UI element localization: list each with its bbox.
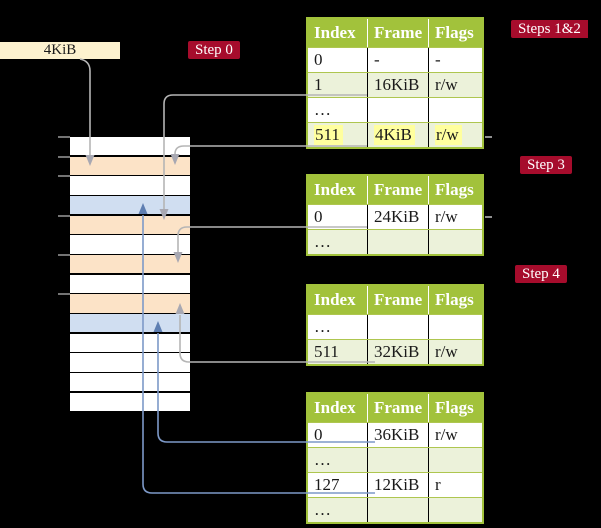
memory-row — [70, 235, 190, 254]
column-header-index: Index — [314, 23, 356, 42]
table-cell: … — [314, 450, 331, 469]
memory-row — [70, 274, 190, 293]
physical-memory-column — [70, 137, 190, 411]
memory-row — [70, 373, 190, 392]
table-cell: r — [428, 473, 482, 497]
table-cell — [428, 230, 482, 254]
table-cell — [367, 448, 428, 472]
column-header-index: Index — [314, 180, 356, 199]
step4-label: Step 4 — [515, 265, 567, 283]
memory-row-page-table — [70, 156, 190, 175]
root-pointer-box: 4KiB — [0, 42, 120, 59]
memory-address-ticks — [58, 136, 70, 295]
table-row: … — [308, 97, 482, 122]
column-header-frame: Frame — [367, 286, 428, 314]
table-cell: 511 — [314, 342, 339, 361]
table-row: … — [308, 497, 482, 522]
table-row: 0 - - — [308, 47, 482, 72]
table-cell: … — [314, 232, 331, 251]
page-table-level1: Index Frame Flags 0 - - 1 16KiB r/w … 51… — [306, 17, 484, 149]
table-cell: r/w — [428, 123, 482, 147]
column-header-flags: Flags — [428, 176, 482, 204]
memory-row — [70, 353, 190, 372]
memory-row-data-page — [70, 314, 190, 333]
table-cell — [367, 98, 428, 122]
table-row: 511 32KiB r/w — [308, 339, 482, 364]
highlighted-value: r/w — [435, 125, 462, 145]
table-row-highlighted: 511 4KiB r/w — [308, 122, 482, 147]
table-cell: 1 — [314, 75, 323, 94]
table-cell: 127 — [314, 475, 340, 494]
highlighted-value: 511 — [314, 125, 343, 145]
memory-row — [70, 333, 190, 352]
memory-row — [70, 392, 190, 411]
table-cell: … — [314, 317, 331, 336]
table-header-row: Index Frame Flags — [308, 176, 482, 204]
column-header-flags: Flags — [428, 394, 482, 422]
table-cell: 16KiB — [367, 73, 428, 97]
memory-row-page-table — [70, 294, 190, 313]
step0-label: Step 0 — [188, 41, 240, 59]
column-header-index: Index — [314, 398, 356, 417]
table-cell — [428, 498, 482, 522]
table-row: 1 16KiB r/w — [308, 72, 482, 97]
table-row: … — [308, 314, 482, 339]
table-cell — [367, 230, 428, 254]
column-header-flags: Flags — [428, 286, 482, 314]
table-row: … — [308, 447, 482, 472]
table-cell: 12KiB — [367, 473, 428, 497]
table-cell: r/w — [428, 205, 482, 229]
table-cell: 0 — [314, 50, 323, 69]
table-cell: … — [314, 500, 331, 519]
table-header-row: Index Frame Flags — [308, 286, 482, 314]
step3-label: Step 3 — [520, 156, 572, 174]
table-cell: r/w — [428, 423, 482, 447]
table-cell: - — [367, 48, 428, 72]
column-header-flags: Flags — [428, 19, 482, 47]
memory-row — [70, 137, 190, 156]
table-cell — [428, 315, 482, 339]
column-header-frame: Frame — [367, 19, 428, 47]
memory-row-data-page — [70, 196, 190, 215]
table-header-row: Index Frame Flags — [308, 394, 482, 422]
page-table-level3: Index Frame Flags … 511 32KiB r/w — [306, 284, 484, 366]
table-cell: 511 — [308, 123, 367, 147]
highlighted-value: 4KiB — [374, 125, 415, 145]
table-cell: r/w — [428, 73, 482, 97]
steps12-label: Steps 1&2 — [511, 20, 588, 38]
memory-row-page-table — [70, 255, 190, 274]
memory-row — [70, 176, 190, 195]
table-row: … — [308, 229, 482, 254]
table-cell: 0 — [314, 207, 323, 226]
table-cell: … — [314, 100, 331, 119]
table-header-row: Index Frame Flags — [308, 19, 482, 47]
table-row: 0 24KiB r/w — [308, 204, 482, 229]
table-cell: 4KiB — [367, 123, 428, 147]
table-cell — [367, 315, 428, 339]
table-cell: 0 — [314, 425, 323, 444]
table-row: 0 36KiB r/w — [308, 422, 482, 447]
memory-row-page-table — [70, 215, 190, 234]
table-cell: 32KiB — [367, 340, 428, 364]
column-header-index: Index — [314, 290, 356, 309]
table-cell — [428, 448, 482, 472]
page-table-level2: Index Frame Flags 0 24KiB r/w … — [306, 174, 484, 256]
table-cell: r/w — [428, 340, 482, 364]
table-row: 127 12KiB r — [308, 472, 482, 497]
page-table-level4: Index Frame Flags 0 36KiB r/w … 127 12Ki… — [306, 392, 484, 524]
table-cell — [428, 98, 482, 122]
column-header-frame: Frame — [367, 176, 428, 204]
table-cell: 24KiB — [367, 205, 428, 229]
table-cell: 36KiB — [367, 423, 428, 447]
column-header-frame: Frame — [367, 394, 428, 422]
table-cell: - — [428, 48, 482, 72]
table-cell — [367, 498, 428, 522]
